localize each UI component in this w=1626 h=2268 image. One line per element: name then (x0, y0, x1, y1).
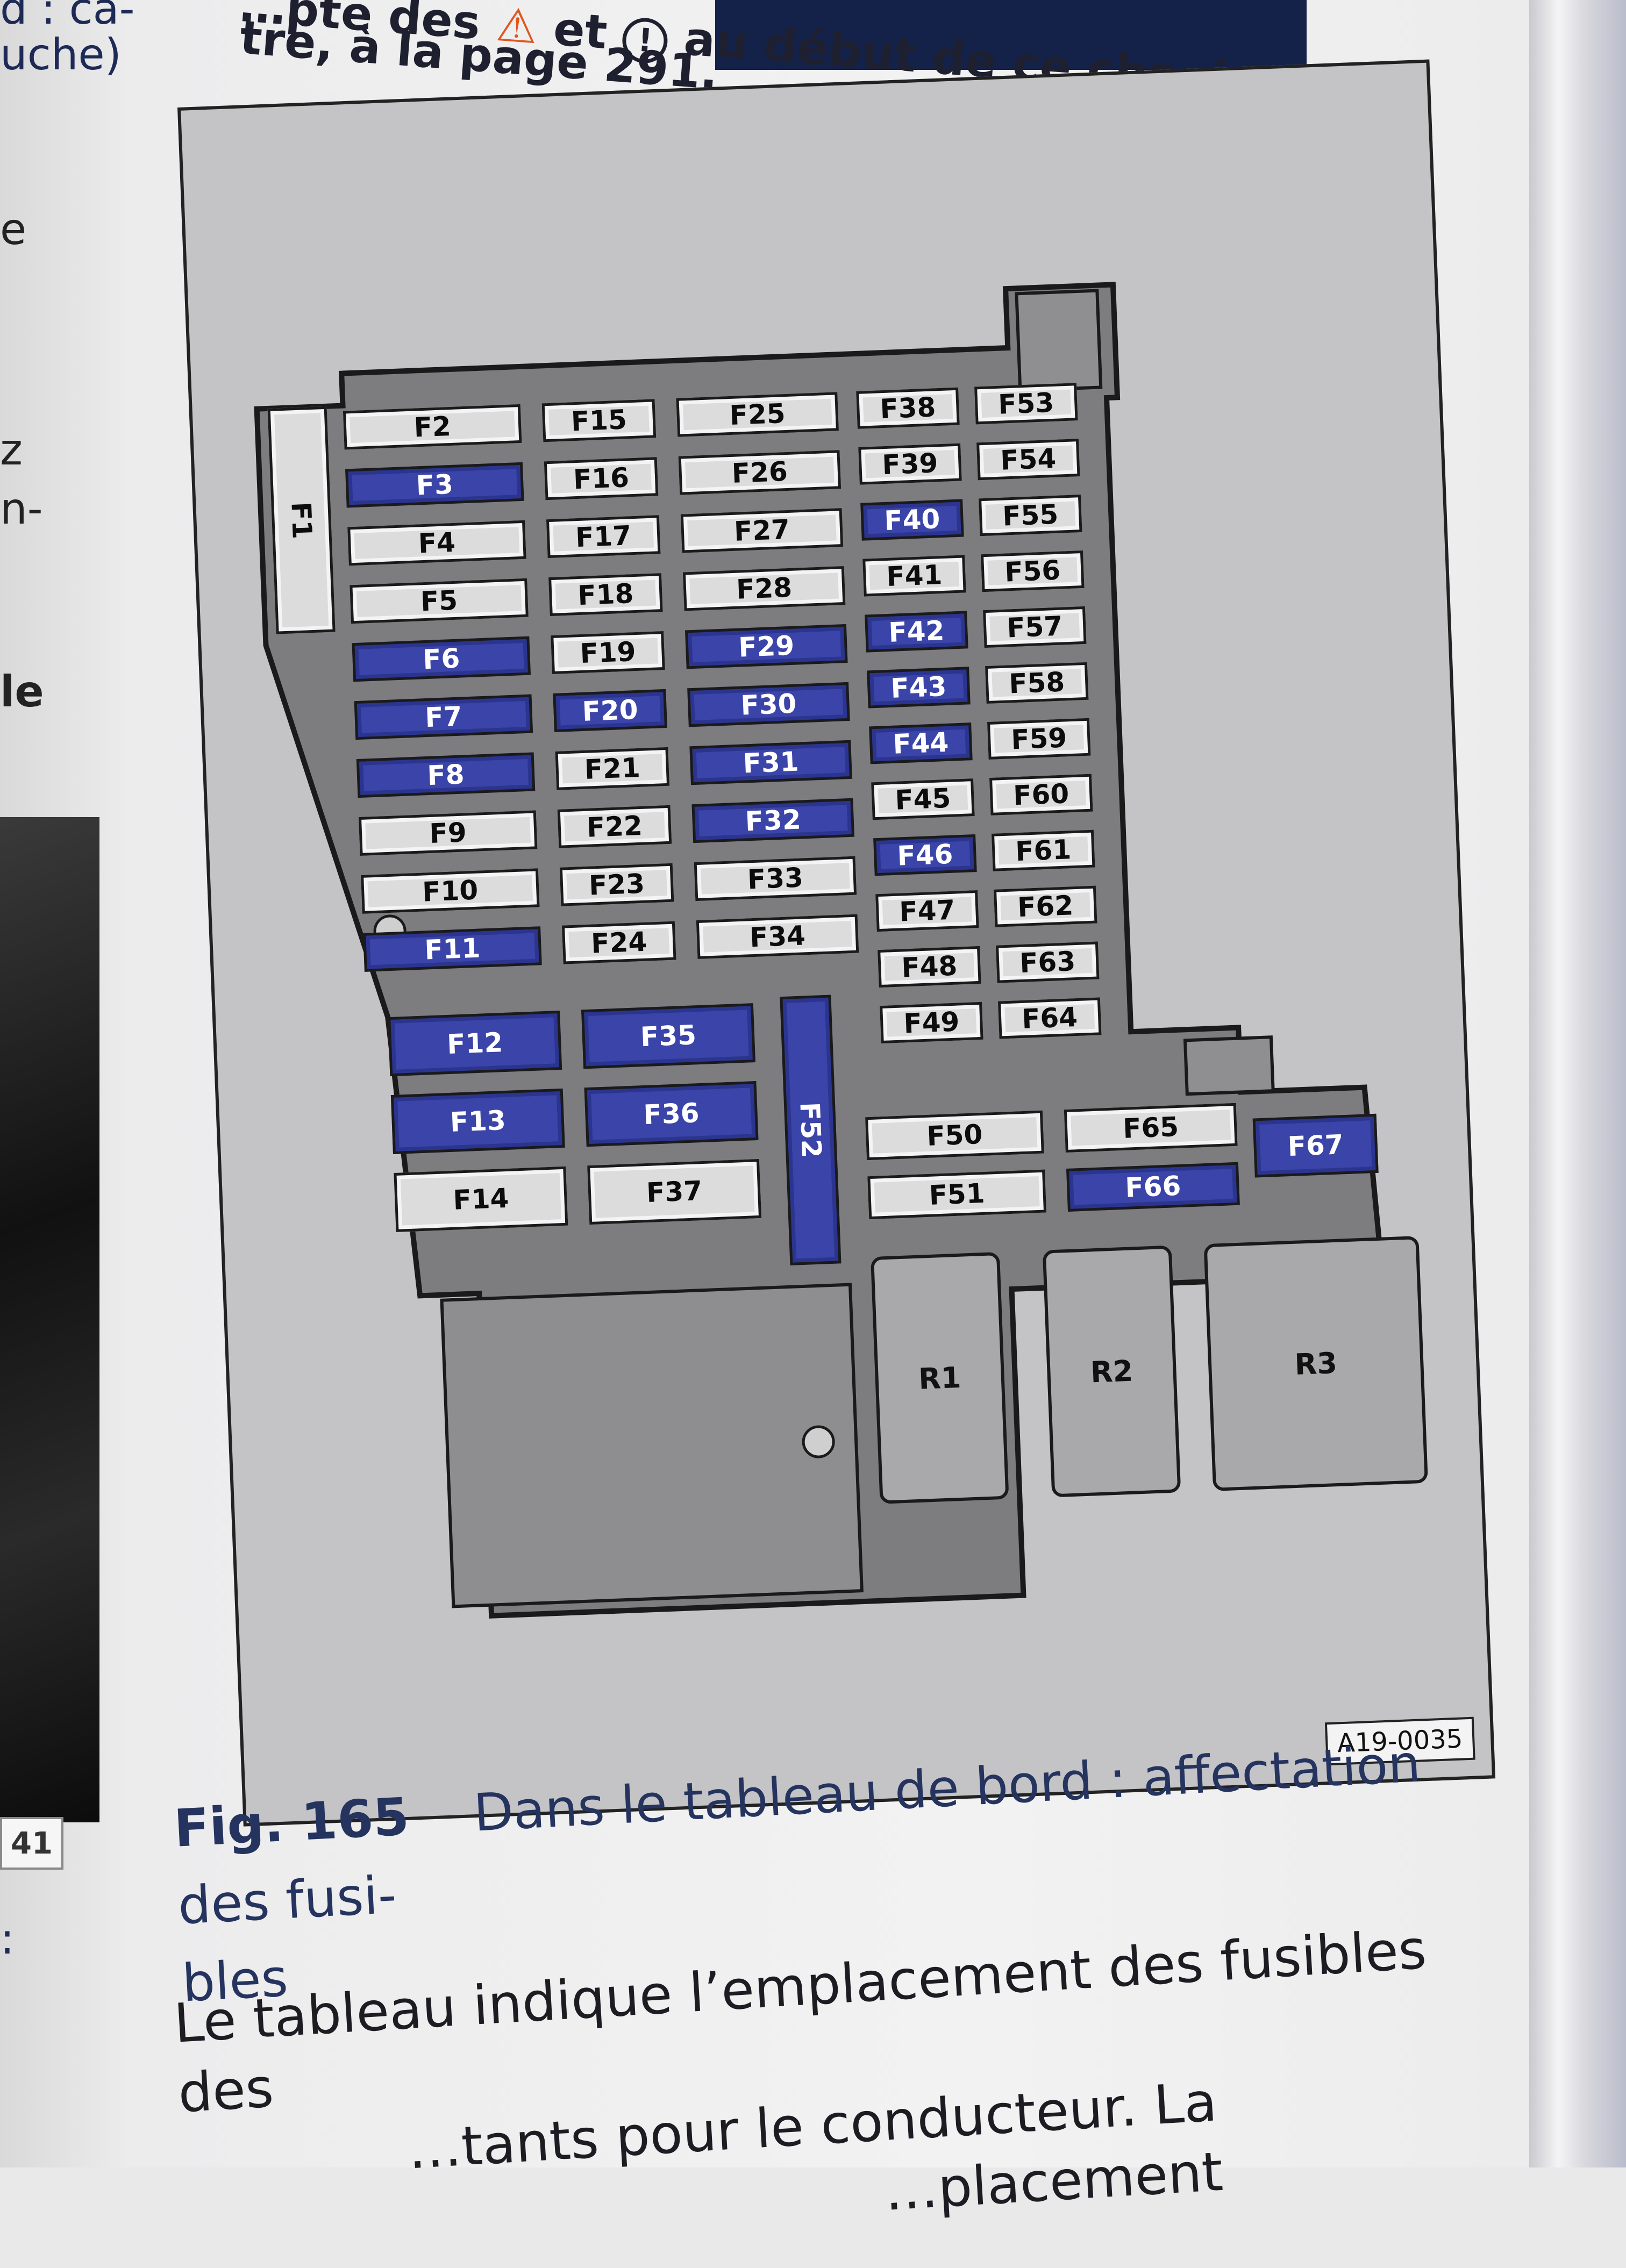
fuse-f5: F5 (350, 578, 529, 624)
fuse-f59: F59 (987, 718, 1091, 760)
fuse-f45: F45 (871, 778, 975, 820)
fuse-f43: F43 (867, 667, 971, 709)
fuse-f62: F62 (993, 885, 1097, 927)
left-text-line: n- (0, 484, 43, 534)
fuse-f27: F27 (680, 508, 844, 553)
fuse-f58: F58 (985, 662, 1089, 704)
page-edge (1529, 0, 1626, 2167)
fuse-f22: F22 (557, 805, 672, 848)
fuse-f57: F57 (983, 606, 1087, 648)
fuse-f16: F16 (544, 457, 659, 500)
relay-r3: R3 (1203, 1235, 1428, 1491)
fuse-f50: F50 (865, 1110, 1044, 1161)
fuse-f8: F8 (356, 752, 536, 798)
fuse-f14: F14 (394, 1166, 568, 1232)
fuse-f36: F36 (584, 1081, 759, 1147)
fuse-f44: F44 (869, 722, 973, 764)
fuse-f10: F10 (361, 868, 540, 914)
fuse-f6: F6 (352, 636, 531, 682)
fuse-f41: F41 (862, 555, 966, 597)
fuse-f37: F37 (587, 1158, 762, 1225)
fuse-f13: F13 (390, 1088, 565, 1155)
fuse-f49: F49 (880, 1001, 983, 1044)
left-text-line: uche) (0, 30, 122, 80)
left-text-line: d : ca- (0, 0, 135, 34)
fuse-f47: F47 (875, 890, 979, 932)
fuse-f31: F31 (689, 740, 852, 785)
fuse-f40: F40 (860, 499, 964, 541)
left-text-line: z (0, 425, 23, 475)
fuse-f46: F46 (873, 834, 977, 876)
fuse-f61: F61 (991, 829, 1095, 871)
fuse-f21: F21 (555, 747, 670, 790)
fuse-f53: F53 (974, 383, 1078, 425)
left-text-line: le (0, 667, 44, 717)
fuse-f1: F1 (267, 406, 336, 634)
fuse-f2: F2 (343, 404, 522, 450)
fuse-f17: F17 (546, 515, 661, 559)
fuse-f52: F52 (780, 995, 841, 1265)
fuse-f3: F3 (345, 462, 524, 508)
fuse-f29: F29 (685, 624, 848, 669)
fuse-f18: F18 (548, 573, 663, 617)
fuse-f23: F23 (559, 863, 674, 906)
fuse-f25: F25 (676, 392, 839, 437)
fuse-f12: F12 (388, 1010, 562, 1077)
fuse-f55: F55 (979, 495, 1082, 536)
fuse-f63: F63 (995, 941, 1100, 983)
header-color-bar (715, 0, 1307, 70)
figure-number: Fig. 165 (172, 1786, 411, 1859)
fuse-f34: F34 (696, 914, 859, 960)
page-number: 41 (0, 1817, 63, 1870)
fuse-f26: F26 (678, 450, 841, 495)
relay-r2: R2 (1042, 1245, 1181, 1498)
fuse-f39: F39 (858, 443, 962, 485)
fuse-f15: F15 (541, 399, 657, 442)
fuse-f35: F35 (581, 1003, 755, 1069)
fuse-f19: F19 (551, 631, 665, 675)
fuse-f4: F4 (347, 520, 526, 566)
fuse-f42: F42 (865, 611, 968, 653)
fuse-f32: F32 (691, 798, 855, 843)
fuse-f9: F9 (358, 810, 538, 856)
fuse-f56: F56 (981, 550, 1085, 592)
side-photo (0, 817, 99, 1822)
fuse-f48: F48 (878, 946, 981, 988)
fuse-f64: F64 (997, 997, 1102, 1039)
fuse-f11: F11 (363, 926, 542, 972)
fuse-f51: F51 (867, 1169, 1047, 1220)
fuse-f60: F60 (989, 774, 1093, 815)
fuse-f65: F65 (1064, 1103, 1238, 1153)
fuse-f28: F28 (682, 566, 846, 611)
relay-r1: R1 (871, 1251, 1009, 1504)
left-text-line: e (0, 204, 27, 254)
left-text-line: : (0, 1914, 15, 1964)
fuse-f30: F30 (687, 682, 850, 727)
fuse-f38: F38 (856, 387, 960, 429)
fuse-f24: F24 (561, 921, 676, 964)
fuse-f20: F20 (553, 689, 667, 732)
fuse-f54: F54 (976, 439, 1080, 481)
fuse-f33: F33 (694, 856, 857, 902)
fuse-f7: F7 (354, 694, 533, 740)
fuse-f67: F67 (1252, 1113, 1379, 1178)
fuse-f66: F66 (1066, 1162, 1240, 1212)
